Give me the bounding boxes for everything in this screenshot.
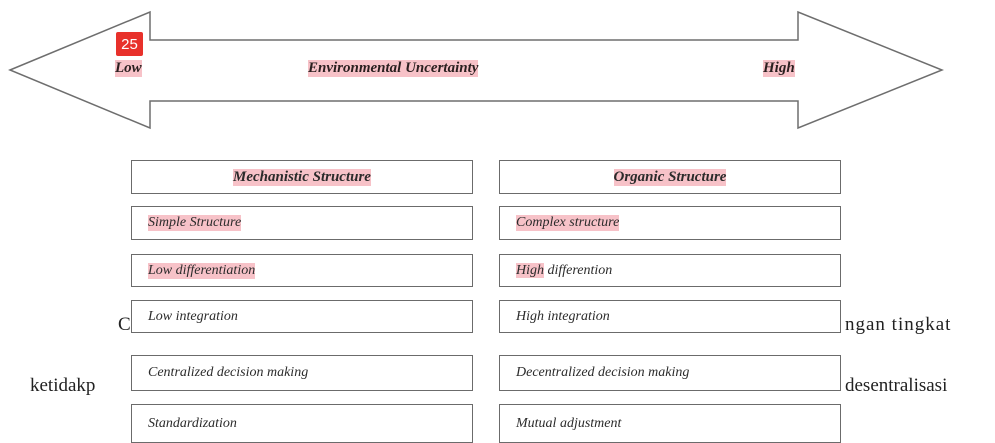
mechanistic-item: Low integration (148, 308, 238, 324)
organic-item-box: High differention (499, 254, 841, 287)
mechanistic-item-box: Centralized decision making (131, 355, 473, 391)
page-number-badge: 25 (116, 32, 143, 56)
arrow-label-title: Environmental Uncertainty (308, 60, 479, 77)
mechanistic-header: Mechanistic Structure (233, 168, 371, 186)
organic-item-box: Decentralized decision making (499, 355, 841, 391)
body-text-line2-start: ketidakp (30, 375, 96, 396)
body-text-line1-end: ngan tingkat (845, 314, 952, 335)
organic-item-box: High integration (499, 300, 841, 333)
arrow-label-low: Low (115, 60, 142, 77)
organic-item: Complex structure (516, 215, 620, 231)
organic-header: Organic Structure (613, 168, 727, 186)
mechanistic-item: Centralized decision making (148, 365, 309, 380)
mechanistic-item: Simple Structure (148, 215, 242, 231)
body-text-line1-start: C (118, 314, 131, 335)
double-arrow-shape (8, 10, 945, 130)
mechanistic-item: Standardization (148, 415, 237, 431)
mechanistic-item-box: Low differentiation (131, 254, 473, 287)
body-text-line2-end: desentralisasi (845, 375, 948, 396)
organic-item: Decentralized decision making (516, 365, 690, 380)
mechanistic-item-box: Standardization (131, 404, 473, 443)
organic-item-highlight: High (516, 262, 544, 278)
organic-item-box: Mutual adjustment (499, 404, 841, 443)
organic-item-box: Complex structure (499, 206, 841, 240)
mechanistic-item-box: Simple Structure (131, 206, 473, 240)
mechanistic-item-box: Low integration (131, 300, 473, 333)
mechanistic-header-box: Mechanistic Structure (131, 160, 473, 194)
organic-header-box: Organic Structure (499, 160, 841, 194)
organic-item: Mutual adjustment (516, 415, 622, 431)
organic-item: High integration (516, 308, 610, 324)
arrow-label-high: High (763, 60, 795, 77)
organic-item: High differention (516, 262, 613, 278)
mechanistic-item: Low differentiation (148, 262, 256, 279)
